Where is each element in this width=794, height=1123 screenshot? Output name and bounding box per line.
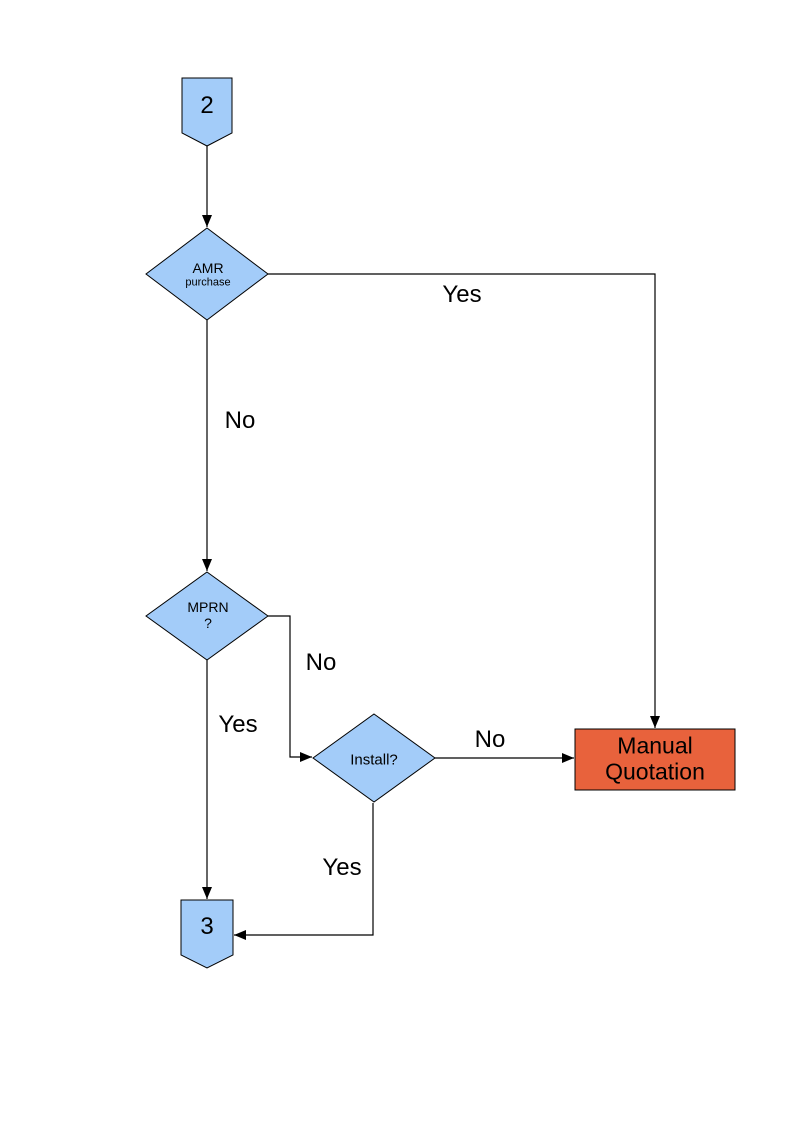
mprn-decision-label-line1: MPRN bbox=[187, 599, 229, 615]
mprn-decision-diamond bbox=[145, 571, 269, 661]
edge-install-yes-to-end bbox=[234, 803, 374, 940]
amr-no-edge-label: No bbox=[224, 407, 256, 434]
edge-mprn-no-to-install bbox=[268, 615, 312, 762]
manual-quotation-label-line2: Quotation bbox=[605, 758, 705, 785]
manual-quotation-box bbox=[574, 728, 736, 791]
install-decision-diamond bbox=[312, 713, 436, 803]
amr-decision-label-line2: purchase bbox=[185, 276, 231, 289]
connector-2-label: 2 bbox=[200, 92, 214, 119]
amr-decision-label-line1: AMR bbox=[192, 260, 224, 276]
edge-amr-yes-to-manual bbox=[268, 273, 660, 728]
manual-quotation-label-line1: Manual bbox=[617, 732, 693, 759]
mprn-no-edge-label: No bbox=[305, 649, 337, 676]
amr-yes-edge-label: Yes bbox=[442, 281, 482, 308]
install-decision-label: Install? bbox=[350, 751, 398, 769]
offpage-connector-3-shape bbox=[180, 899, 234, 969]
offpage-connector-2-shape bbox=[181, 77, 233, 147]
mprn-yes-edge-label: Yes bbox=[218, 711, 258, 738]
install-no-edge-label: No bbox=[474, 726, 506, 753]
install-yes-edge-label: Yes bbox=[322, 854, 362, 881]
amr-decision-diamond bbox=[145, 227, 269, 321]
mprn-decision-label-line2: ? bbox=[204, 615, 212, 631]
connector-3-label: 3 bbox=[200, 913, 214, 940]
